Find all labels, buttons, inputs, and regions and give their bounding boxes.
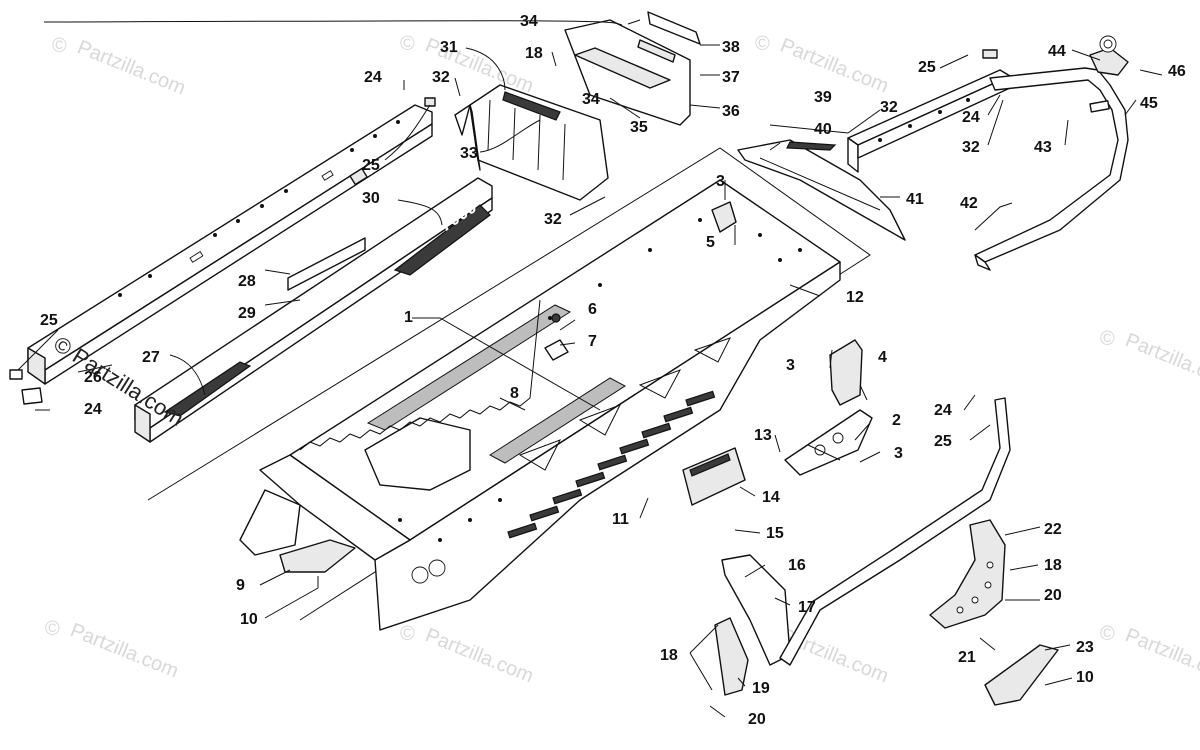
callout-32: 32 [432,69,450,86]
callout-16: 16 [788,557,806,574]
main-tunnel [239,179,841,631]
callout-24: 24 [934,402,952,419]
pad-9 [279,539,356,573]
heat-exchanger-13 [682,447,746,506]
callout-1: 1 [404,309,413,326]
callout-35: 35 [630,119,648,136]
callout-25: 25 [362,157,380,174]
callout-10: 10 [240,611,258,628]
callout-15: 15 [766,525,784,542]
watermark-copyright: © [400,623,415,645]
callout-24: 24 [962,109,980,126]
callout-23: 23 [1076,639,1094,656]
watermark: Partzilla.com [422,624,536,687]
callout-3: 3 [786,357,795,374]
watermark-copyright: © [1100,328,1115,350]
leader-lines [17,19,1163,718]
callout-18: 18 [660,647,678,664]
callout-26: 26 [84,369,102,386]
watermark: Partzilla.com [67,619,181,682]
watermark: Partzilla.com [1122,329,1200,392]
callout-8: 8 [510,385,519,402]
callout-30: 30 [362,190,380,207]
callout-11: 11 [612,511,629,528]
callout-34: 34 [520,13,538,30]
watermark: Partzilla.com [74,36,188,99]
callout-27: 27 [142,349,160,366]
callout-29: 29 [238,305,256,322]
bracket-4 [829,339,863,406]
callout-46: 46 [1168,63,1186,80]
bumper-bar-25 [779,397,1011,666]
watermark-copyright: © [45,618,60,640]
snowflap-bracket [737,139,906,241]
shock-bracket-16-19 [714,554,791,696]
overlay-watermark: © Partzilla.com [49,331,188,431]
watermark-copyright: © [1100,623,1115,645]
bracket-2 [784,409,873,476]
callout-7: 7 [588,333,597,350]
rear-bumper-loop [974,35,1129,271]
callout-2: 2 [892,412,901,429]
watermark-copyright: © [400,33,415,55]
callout-25: 25 [918,59,936,76]
rear-bumper-top [564,11,701,126]
foot-pad-23 [984,644,1059,706]
callout-37: 37 [722,69,740,86]
callout-44: 44 [1048,43,1066,60]
callout-17: 17 [798,599,816,616]
callout-5: 5 [706,234,715,251]
callout-36: 36 [722,103,740,120]
callout-33: 33 [460,145,478,162]
callout-20: 20 [748,711,766,728]
callout-14: 14 [762,489,780,506]
callout-24: 24 [364,69,382,86]
callout-6: 6 [588,301,597,318]
callout-32: 32 [880,99,898,116]
rear-grab-bumper [454,84,609,201]
callout-24: 24 [84,401,102,418]
callout-4: 4 [878,349,887,366]
callout-45: 45 [1140,95,1158,112]
callout-28: 28 [238,273,256,290]
watermark: Partzilla.com [1122,624,1200,687]
callout-20: 20 [1044,587,1062,604]
callout-43: 43 [1034,139,1052,156]
callout-34: 34 [582,91,600,108]
cap-5 [711,201,737,233]
callout-21: 21 [958,649,976,666]
callout-3: 3 [894,445,903,462]
callout-32: 32 [962,139,980,156]
callout-38: 38 [722,39,740,56]
callout-25: 25 [40,312,58,329]
callout-12: 12 [846,289,864,306]
callout-40: 40 [814,121,832,138]
callout-13: 13 [754,427,772,444]
callout-18: 18 [1044,557,1062,574]
callout-25: 25 [934,433,952,450]
callout-19: 19 [752,680,770,697]
left-tunnel-rail-decal: 7000 [134,177,493,443]
left-running-board-rail [9,97,436,405]
callout-3: 3 [716,173,725,190]
callout-32: 32 [544,211,562,228]
watermark-copyright: © [52,35,67,57]
footrest-22 [929,519,1006,629]
callout-39: 39 [814,89,832,106]
callout-22: 22 [1044,521,1062,538]
callout-42: 42 [960,195,978,212]
callout-9: 9 [236,577,245,594]
watermark-copyright: © [755,33,770,55]
callout-10: 10 [1076,669,1094,686]
callout-41: 41 [906,191,924,208]
watermark: Partzilla.com [777,34,891,97]
callout-31: 31 [440,39,458,56]
callout-18: 18 [525,45,543,62]
